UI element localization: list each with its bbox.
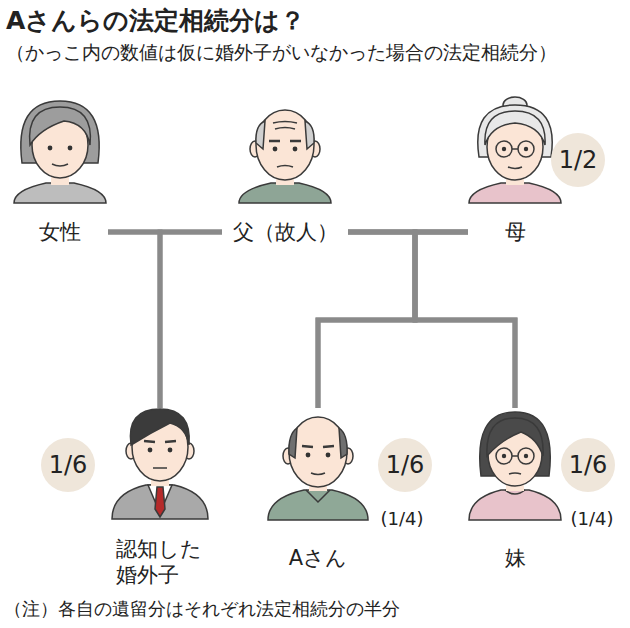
family-line: [160, 232, 222, 408]
mother-figure: [469, 97, 561, 203]
person-name: 母: [505, 219, 526, 245]
person-box: Aさん: [266, 408, 370, 571]
title: Aさんらの法定相続分は？: [6, 4, 305, 37]
share-badge: 1/6: [41, 438, 96, 493]
subtitle: （かっこ内の数値は仮に婚外子がいなかった場合の法定相続分）: [6, 40, 557, 66]
share-number: 1/6: [569, 451, 608, 479]
family-line: [415, 232, 515, 408]
share-badge: 1/6: [378, 438, 433, 493]
family-line: [108, 232, 160, 408]
alt-share: (1/4): [570, 508, 613, 529]
sister-figure: [469, 412, 561, 520]
person-name: Aさん: [289, 545, 347, 571]
share-number: 1/2: [559, 146, 598, 174]
person-name: 妹: [505, 545, 526, 571]
share-number: 1/6: [49, 451, 88, 479]
alt-share: (1/4): [380, 508, 423, 529]
person-name: 女性: [39, 219, 81, 245]
person-name: 認知した 婚外子: [116, 536, 204, 588]
a-figure: [268, 417, 368, 520]
note: （注）各自の遺留分はそれぞれ法定相続分の半分: [4, 597, 400, 621]
woman-figure: [14, 101, 106, 203]
share-badge: 1/2: [551, 133, 606, 188]
person-name: 父（故人）: [233, 219, 338, 245]
person-box: 女性: [12, 104, 108, 245]
person-box: 父（故人）: [222, 104, 348, 245]
share-badge: 1/6: [561, 438, 616, 493]
person-box: 妹: [466, 408, 564, 571]
father-figure: [239, 110, 331, 203]
person-box: 認知した 婚外子: [105, 408, 215, 588]
son-figure: [112, 409, 208, 519]
share-number: 1/6: [386, 451, 425, 479]
person-box: 母: [468, 104, 562, 245]
